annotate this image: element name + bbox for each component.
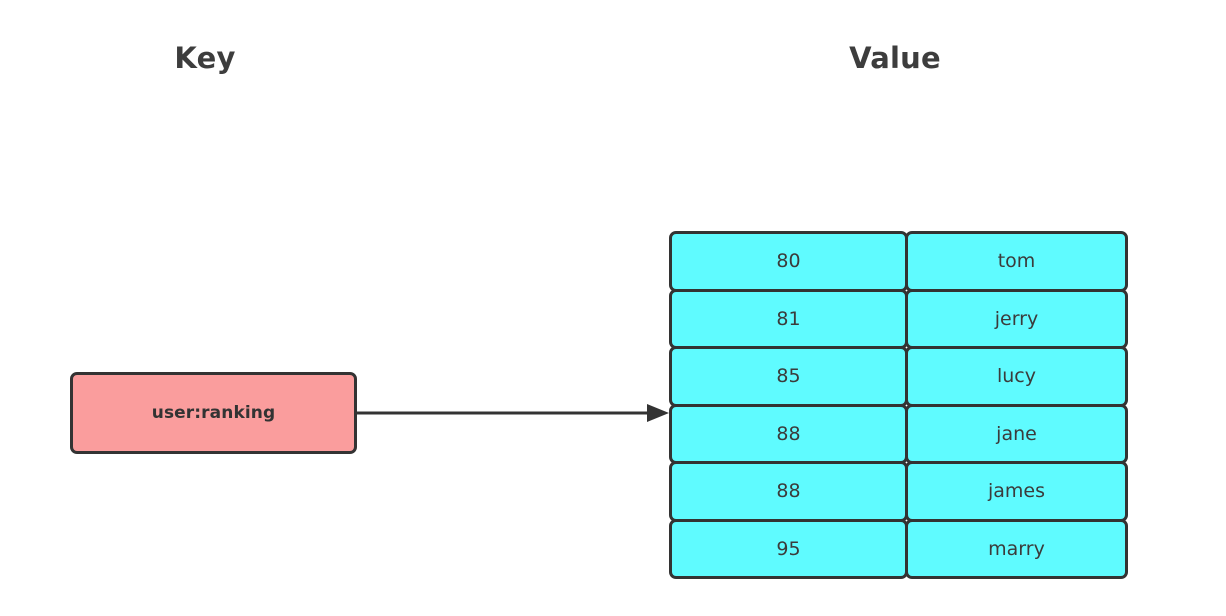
arrow-head-icon [647, 404, 669, 422]
cell-member: jane [905, 403, 1128, 464]
cell-score: 81 [669, 288, 908, 349]
key-node-label: user:ranking [151, 403, 276, 423]
cell-score: 88 [669, 403, 908, 464]
cell-member: jerry [905, 288, 1128, 349]
cell-score: 80 [669, 231, 908, 292]
cell-score: 95 [669, 518, 908, 579]
column-heading-value: Value [849, 41, 941, 75]
cell-member: lucy [905, 346, 1128, 407]
key-to-value-arrow [355, 404, 669, 422]
key-node[interactable]: user:ranking [70, 372, 357, 454]
cell-member: marry [905, 518, 1128, 579]
cell-score: 85 [669, 346, 908, 407]
cell-member: tom [905, 231, 1128, 292]
cell-member: james [905, 461, 1128, 522]
column-heading-key: Key [174, 41, 236, 75]
cell-score: 88 [669, 461, 908, 522]
